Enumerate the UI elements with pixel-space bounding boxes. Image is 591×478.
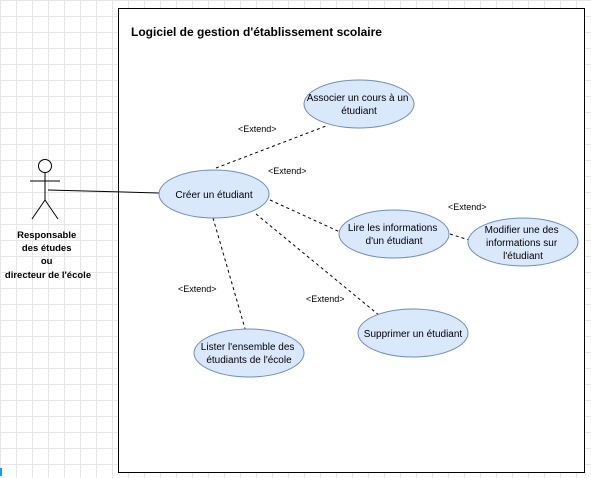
usecase-lire-informations[interactable]: Lire les informations d'un étudiant bbox=[338, 209, 450, 259]
actor-label: Responsable des études ou directeur de l… bbox=[5, 230, 91, 281]
usecase-label: Supprimer un étudiant bbox=[364, 329, 463, 340]
usecase-shape bbox=[357, 308, 469, 358]
usecase-label: Lire les informations d'un étudiant bbox=[348, 223, 440, 247]
usecase-label-line: étudiants de l'école bbox=[206, 355, 292, 366]
extend-edge-lister[interactable] bbox=[212, 217, 247, 333]
usecase-shape bbox=[158, 169, 270, 219]
extend-label-lister: <Extend> bbox=[178, 284, 217, 294]
usecase-label-line: étudiant bbox=[341, 106, 377, 117]
usecase-label-line: informations sur bbox=[486, 238, 558, 249]
usecase-label: Créer un étudiant bbox=[175, 190, 252, 201]
extend-edge-supprimer[interactable] bbox=[255, 213, 381, 317]
actor-head bbox=[38, 159, 52, 173]
usecase-supprimer-etudiant[interactable]: Supprimer un étudiant bbox=[357, 308, 469, 358]
usecase-associer-cours[interactable]: Associer un cours à un étudiant bbox=[303, 79, 415, 129]
usecase-label-line: Supprimer un étudiant bbox=[364, 329, 463, 340]
usecase-label-line: Créer un étudiant bbox=[175, 190, 252, 201]
extend-label-modifier: <Extend> bbox=[448, 202, 487, 212]
usecase-lister-etudiants[interactable]: Lister l'ensemble des étudiants de l'éco… bbox=[193, 328, 305, 378]
usecase-shape bbox=[338, 209, 450, 259]
extend-label-associer: <Extend> bbox=[238, 124, 277, 134]
usecase-label-line: d'un étudiant bbox=[366, 236, 423, 247]
usecase-label: Modifier une des informations sur l'étud… bbox=[485, 225, 562, 262]
usecase-modifier-informations[interactable]: Modifier une des informations sur l'étud… bbox=[467, 217, 579, 267]
usecase-shape bbox=[303, 79, 415, 129]
actor-right-leg bbox=[44, 199, 59, 220]
usecase-label-line: Lister l'ensemble des bbox=[201, 342, 295, 353]
usecase-label-line: l'étudiant bbox=[503, 251, 543, 262]
system-title: Logiciel de gestion d'établissement scol… bbox=[131, 25, 382, 39]
usecase-label: Lister l'ensemble des étudiants de l'éco… bbox=[201, 342, 297, 366]
actor-label-line: des études bbox=[22, 243, 72, 254]
usecase-label-line: Associer un cours à un bbox=[307, 93, 409, 104]
canvas-edge-marker bbox=[0, 468, 2, 476]
association-line[interactable] bbox=[47, 189, 160, 194]
usecase-creer-etudiant[interactable]: Créer un étudiant bbox=[158, 169, 270, 219]
extend-label-lire: <Extend> bbox=[268, 166, 307, 176]
extend-edge-lire[interactable] bbox=[269, 199, 341, 233]
usecase-shape bbox=[467, 217, 579, 267]
actor-label-line: ou bbox=[41, 256, 53, 267]
usecase-shape bbox=[193, 328, 305, 378]
usecase-label: Associer un cours à un étudiant bbox=[307, 93, 412, 117]
actor-label-line: Responsable bbox=[17, 230, 76, 241]
extend-label-supprimer: <Extend> bbox=[306, 294, 345, 304]
actor-left-leg bbox=[31, 199, 46, 220]
actor-stick-figure[interactable] bbox=[30, 159, 60, 220]
usecase-label-line: Lire les informations bbox=[348, 223, 437, 234]
usecase-label-line: Modifier une des bbox=[485, 225, 559, 236]
actor-label-line: directeur de l'école bbox=[5, 270, 91, 281]
extend-edge-associer[interactable] bbox=[215, 125, 327, 169]
